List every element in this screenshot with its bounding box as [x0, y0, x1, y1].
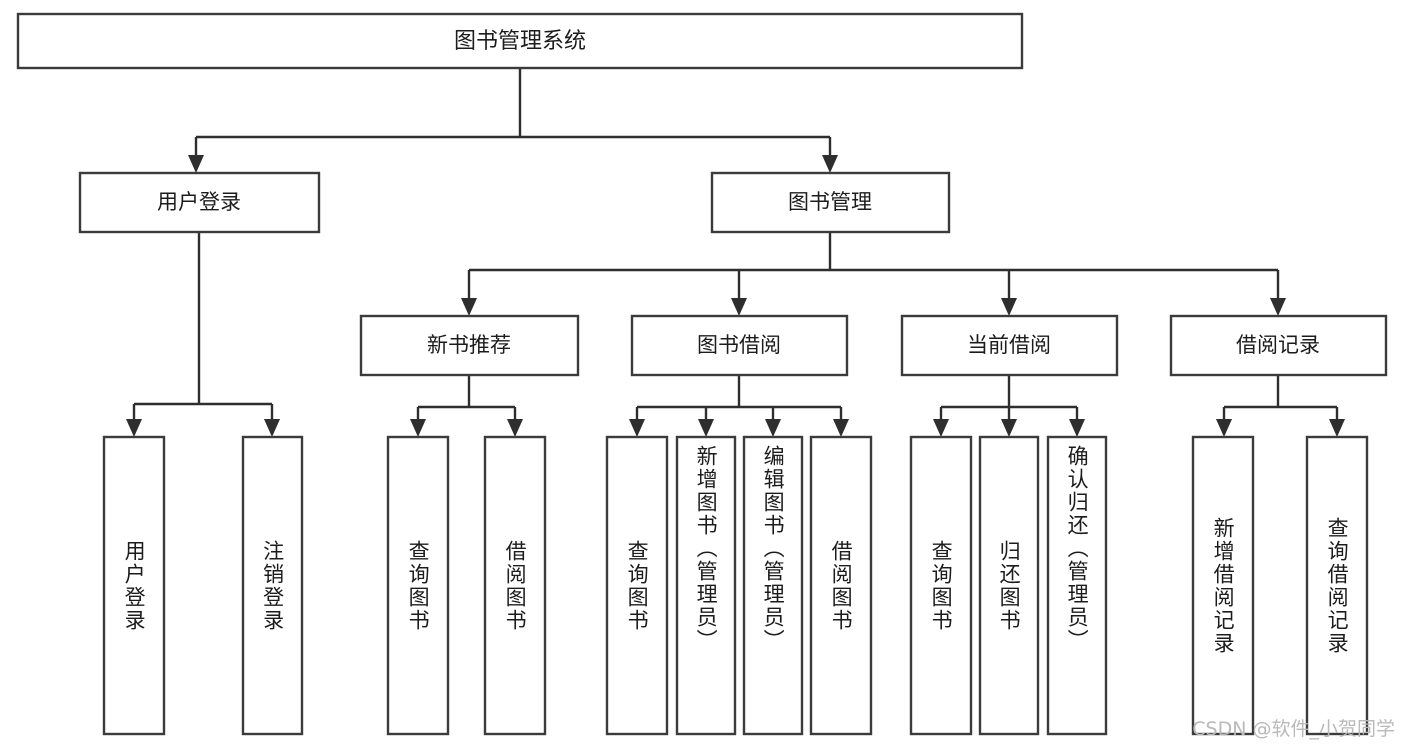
node-root-label: 图书管理系统 [454, 29, 586, 54]
arrow-head-leaf-edit-book [765, 419, 781, 437]
node-current-borrow-label: 当前借阅 [967, 333, 1051, 357]
leaf-box-borrow-book-1[interactable] [483, 435, 547, 736]
node-current-borrow[interactable]: 当前借阅 [900, 314, 1119, 377]
node-user-login[interactable]: 用户登录 [78, 171, 321, 234]
leaf-box-return-book[interactable] [978, 435, 1040, 736]
node-borrow-record[interactable]: 借阅记录 [1169, 314, 1388, 377]
arrow-head-book-management [822, 155, 838, 173]
leaf-box-user-logout[interactable] [241, 435, 304, 736]
node-book-management-box[interactable] [710, 171, 951, 234]
node-book-borrow-box[interactable] [630, 314, 849, 377]
arrow-head-leaf-confirm-return [1069, 419, 1085, 437]
arrow-head-user-login [188, 155, 204, 173]
arrow-head-book-borrow [731, 298, 747, 316]
node-book-borrow[interactable]: 图书借阅 [630, 314, 849, 377]
node-book-management[interactable]: 图书管理 [710, 171, 951, 234]
node-book-borrow-label: 图书借阅 [697, 333, 781, 357]
connector-book-management-to-level2 [461, 232, 1286, 316]
arrow-head-leaf-borrow-book-1 [507, 419, 523, 437]
leaf-box-edit-book[interactable] [742, 435, 804, 736]
connector-borrow-record-to-leaves [1216, 375, 1345, 437]
arrow-head-leaf-add-record [1216, 419, 1232, 437]
leaf-box-query-book-3[interactable] [909, 435, 973, 736]
leaf-box-add-book[interactable] [675, 435, 737, 736]
arrow-head-leaf-user-logout [264, 419, 280, 437]
arrow-head-leaf-return-book [1001, 419, 1017, 437]
arrow-head-new-book-recommend [461, 298, 477, 316]
node-user-login-label: 用户登录 [157, 190, 241, 214]
connector-current-borrow-to-leaves [933, 375, 1085, 437]
arrow-head-borrow-record [1270, 298, 1286, 316]
connector-new-book-recommend-to-leaves [410, 375, 523, 437]
leaf-box-user-login[interactable] [102, 435, 166, 736]
leaf-box-query-record[interactable] [1305, 435, 1369, 736]
arrow-head-leaf-query-book-1 [410, 419, 426, 437]
arrow-head-leaf-query-record [1329, 419, 1345, 437]
arrow-head-current-borrow [1001, 298, 1017, 316]
leaf-box-confirm-return[interactable] [1046, 435, 1108, 736]
leaf-box-borrow-book-2[interactable] [809, 435, 873, 736]
node-root[interactable]: 图书管理系统 [16, 12, 1024, 70]
node-new-book-recommend[interactable]: 新书推荐 [359, 314, 580, 377]
node-current-borrow-box[interactable] [900, 314, 1119, 377]
leaf-box-add-record[interactable] [1191, 435, 1255, 736]
connector-root-to-level1 [188, 68, 838, 173]
arrow-head-leaf-user-login [126, 419, 142, 437]
node-borrow-record-label: 借阅记录 [1236, 333, 1320, 357]
leaf-box-query-book-1[interactable] [386, 435, 450, 736]
arrow-head-leaf-add-book [698, 419, 714, 437]
node-borrow-record-box[interactable] [1169, 314, 1388, 377]
arrow-head-leaf-query-book-2 [629, 419, 645, 437]
node-book-management-label: 图书管理 [788, 190, 872, 214]
arrow-head-leaf-query-book-3 [933, 419, 949, 437]
node-new-book-recommend-box[interactable] [359, 314, 580, 377]
connector-user-login-to-leaves [126, 232, 280, 437]
leaf-box-query-book-2[interactable] [605, 435, 669, 736]
node-new-book-recommend-label: 新书推荐 [427, 333, 511, 357]
connector-book-borrow-to-leaves [629, 375, 849, 437]
node-user-login-box[interactable] [78, 171, 321, 234]
arrow-head-leaf-borrow-book-2 [833, 419, 849, 437]
node-root-box[interactable] [16, 12, 1024, 70]
